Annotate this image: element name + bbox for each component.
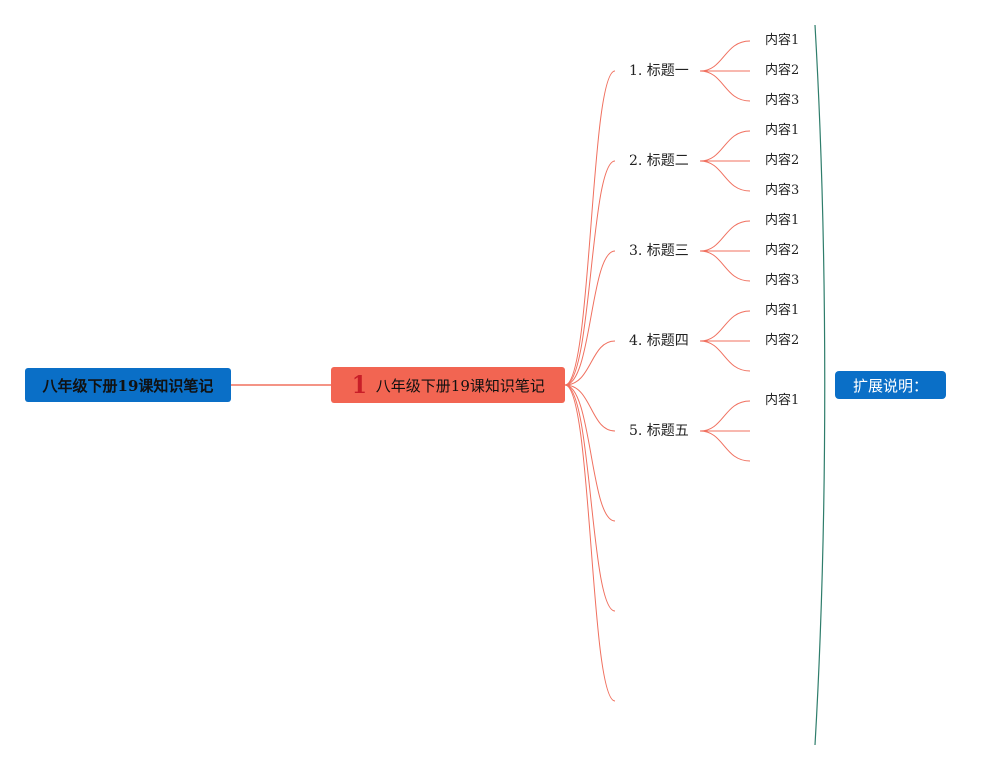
leaf-node[interactable]: 内容1 [765, 33, 800, 48]
branch-curve [564, 160, 616, 386]
leaf-curve [699, 310, 751, 342]
leaf-node[interactable]: 内容2 [765, 63, 800, 78]
leaf-curve [699, 250, 751, 282]
leaf-curve [699, 430, 751, 462]
leaf-node[interactable]: 内容1 [765, 393, 800, 408]
subtopic-node[interactable]: 1. 标题一 [629, 63, 689, 79]
branch-curve [564, 70, 616, 386]
leaf-curve [699, 40, 751, 72]
leaf-node[interactable]: 内容1 [765, 123, 800, 138]
subtopic-node[interactable]: 3. 标题三 [629, 243, 689, 259]
leaf-node[interactable]: 内容2 [765, 333, 800, 348]
branch-curve [564, 340, 616, 386]
leaf-curve [699, 70, 751, 102]
root-node[interactable]: 八年级下册19课知识笔记 [25, 368, 231, 402]
leaf-node[interactable]: 内容3 [765, 93, 800, 108]
branch-curve [564, 384, 616, 612]
brace-line [814, 24, 826, 746]
leaf-curve [699, 340, 751, 372]
subtopic-node[interactable]: 2. 标题二 [629, 153, 689, 169]
leaf-curve [699, 220, 751, 252]
main-topic-node[interactable]: 1 八年级下册19课知识笔记 [331, 367, 565, 403]
leaf-node[interactable]: 内容3 [765, 183, 800, 198]
subtopic-node[interactable]: 4. 标题四 [629, 333, 689, 349]
root-node-label: 八年级下册19课知识笔记 [42, 376, 214, 395]
leaf-curve [699, 130, 751, 162]
leaf-node[interactable]: 内容2 [765, 153, 800, 168]
priority-badge-icon: 1 [351, 370, 367, 399]
branch-curve [564, 384, 616, 522]
leaf-node[interactable]: 内容1 [765, 303, 800, 318]
leaf-node[interactable]: 内容1 [765, 213, 800, 228]
leaf-node[interactable]: 内容3 [765, 273, 800, 288]
leaf-node[interactable]: 内容2 [765, 243, 800, 258]
leaf-curve [699, 400, 751, 432]
leaf-curve [699, 160, 751, 192]
subtopic-node[interactable]: 5. 标题五 [629, 423, 689, 439]
branch-curve [564, 384, 616, 432]
branch-curve [564, 384, 616, 702]
main-topic-label: 八年级下册19课知识笔记 [375, 376, 545, 395]
side-note-node[interactable]: 扩展说明： [835, 371, 946, 399]
side-note-label: 扩展说明： [852, 376, 928, 395]
branch-curve [564, 250, 616, 386]
